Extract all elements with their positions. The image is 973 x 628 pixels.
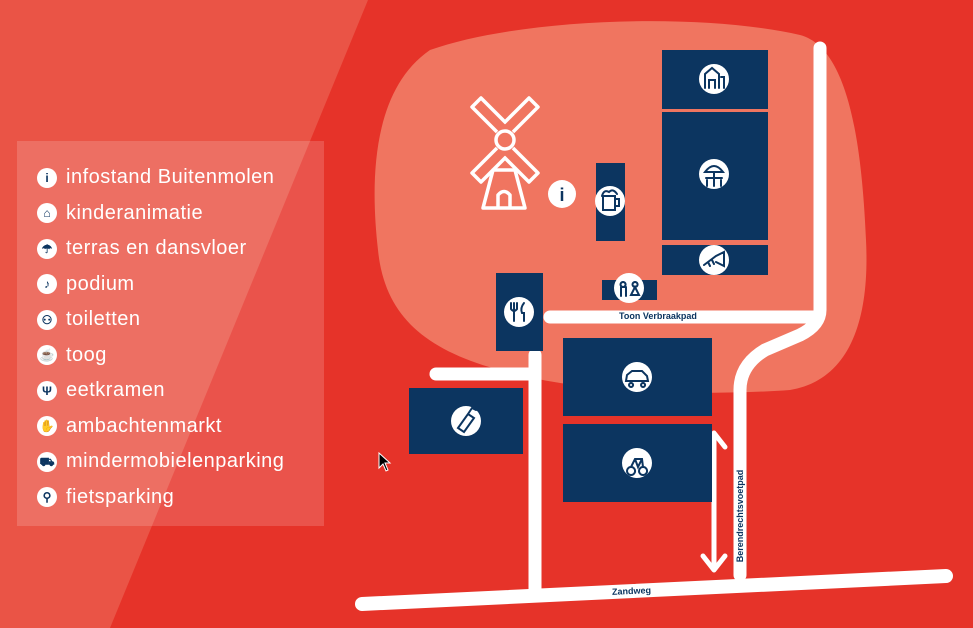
road-label-zandweg: Zandweg xyxy=(611,585,652,597)
mouse-cursor-icon xyxy=(378,452,392,472)
legend-item-ambachtenmarkt: ✋ ambachtenmarkt xyxy=(37,409,324,445)
bicycle-icon: ⚲ xyxy=(37,487,57,508)
info-icon: i xyxy=(37,167,57,188)
legend-item-toog: ☕ toog xyxy=(37,338,324,374)
fork-knife-icon: Ψ xyxy=(37,380,57,401)
craft-hand-icon xyxy=(456,406,477,434)
legend-label: toiletten xyxy=(66,308,141,331)
legend-label: podium xyxy=(66,272,135,295)
beer-mug-icon xyxy=(601,189,620,211)
legend-label: terras en dansvloer xyxy=(66,237,247,260)
playground-icon xyxy=(704,66,725,89)
fork-knife-icon xyxy=(510,302,525,322)
craft-hand-icon: ✋ xyxy=(37,416,57,437)
legend-label: infostand Buitenmolen xyxy=(66,166,275,189)
legend-label: toog xyxy=(66,343,107,366)
car-icon: ⛟ xyxy=(37,451,57,472)
legend-item-infostand: i infostand Buitenmolen xyxy=(37,160,324,196)
info-icon-letter: i xyxy=(559,185,564,205)
car-icon xyxy=(624,370,650,388)
trumpet-icon: ♪ xyxy=(37,274,57,295)
legend-panel: i infostand Buitenmolen ⌂ kinderanimatie ☂… xyxy=(17,141,324,526)
map-icon-info: i xyxy=(548,180,576,208)
terrace-table-icon xyxy=(702,165,726,187)
road-zandweg xyxy=(355,569,953,611)
road-label-toon-verbraakpad: Toon Verbraakpad xyxy=(619,311,697,321)
legend-item-kinderanimatie: ⌂ kinderanimatie xyxy=(37,196,324,232)
windmill-icon xyxy=(470,96,540,210)
legend-item-mindermobielenparking: ⛟ mindermobielenparking xyxy=(37,444,324,480)
roads xyxy=(355,41,953,611)
background-band xyxy=(0,0,368,628)
terrace-table-icon: ☂ xyxy=(37,238,57,259)
legend-label: mindermobielenparking xyxy=(66,450,285,473)
bicycle-icon xyxy=(626,458,649,476)
beer-mug-icon: ☕ xyxy=(37,345,57,366)
road-label-berendrechtsvoetpad: Berendrechtsvoetpad xyxy=(735,469,745,563)
legend-label: eetkramen xyxy=(66,379,165,402)
legend-item-toiletten: ⚇ toiletten xyxy=(37,302,324,338)
toilet-icon xyxy=(619,281,641,297)
legend-item-fietsparking: ⚲ fietsparking xyxy=(37,480,324,516)
map-icon-toiletten xyxy=(614,273,644,303)
trumpet-icon xyxy=(703,250,725,268)
map-icon-glyphs xyxy=(456,66,726,476)
legend-label: ambachtenmarkt xyxy=(66,414,222,437)
playground-icon: ⌂ xyxy=(37,203,57,224)
map-icon-eetkramen xyxy=(504,297,534,327)
legend-list: i infostand Buitenmolen ⌂ kinderanimatie ☂… xyxy=(17,141,324,515)
legend-item-terras: ☂ terras en dansvloer xyxy=(37,231,324,267)
toilet-icon: ⚇ xyxy=(37,309,57,330)
legend-label: kinderanimatie xyxy=(66,201,204,224)
legend-label: fietsparking xyxy=(66,485,175,508)
legend-item-podium: ♪ podium xyxy=(37,267,324,303)
